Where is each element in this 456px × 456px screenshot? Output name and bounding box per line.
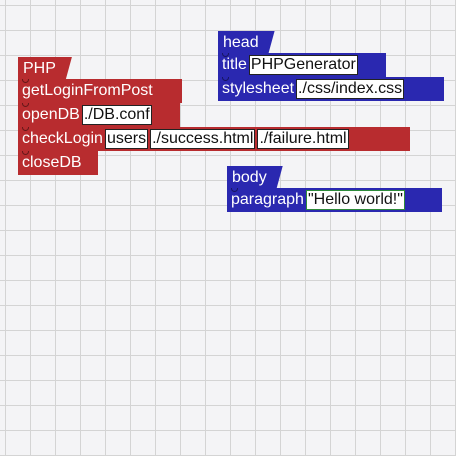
head-block-stack[interactable]: head title PHPGenerator stylesheet ./css… [218,31,444,101]
success-page-field[interactable]: ./success.html [150,129,256,149]
close-db-block[interactable]: closeDB [18,151,98,175]
block-connector-notch [22,103,29,107]
paragraph-label: paragraph [231,191,304,208]
block-connector-notch [22,151,29,155]
block-connector-notch [22,127,29,131]
block-connector-notch [22,79,29,83]
title-label: title [222,56,247,73]
close-db-label: closeDB [22,154,82,171]
head-hat-block[interactable]: head [218,31,275,53]
open-db-label: openDB [22,106,80,123]
open-db-block[interactable]: openDB ./DB.conf [18,103,180,127]
paragraph-block[interactable]: paragraph "Hello world!" [227,188,442,212]
title-block[interactable]: title PHPGenerator [218,53,386,77]
check-login-label: checkLogin [22,130,103,147]
page-title-field[interactable]: PHPGenerator [248,55,358,75]
block-connector-notch [222,77,229,81]
paragraph-text-field[interactable]: "Hello world!" [305,190,405,210]
block-connector-notch [222,53,229,57]
head-hat-label: head [223,34,259,51]
db-config-path-field[interactable]: ./DB.conf [81,105,152,125]
get-login-from-post-label: getLoginFromPost [22,82,153,99]
php-hat-label: PHP [23,60,56,77]
php-block-stack[interactable]: PHP getLoginFromPost openDB ./DB.conf ch… [18,57,410,175]
users-table-field[interactable]: users [104,129,149,149]
check-login-block[interactable]: checkLogin users ./success.html ./failur… [18,127,410,151]
get-login-from-post-block[interactable]: getLoginFromPost [18,79,182,103]
body-hat-block[interactable]: body [227,166,283,188]
stylesheet-label: stylesheet [222,80,295,97]
stylesheet-block[interactable]: stylesheet ./css/index.css [218,77,444,101]
block-connector-notch [231,188,238,192]
body-hat-label: body [232,169,267,186]
php-hat-block[interactable]: PHP [18,57,72,79]
body-block-stack[interactable]: body paragraph "Hello world!" [227,166,442,212]
failure-page-field[interactable]: ./failure.html [257,129,349,149]
stylesheet-path-field[interactable]: ./css/index.css [296,79,405,99]
